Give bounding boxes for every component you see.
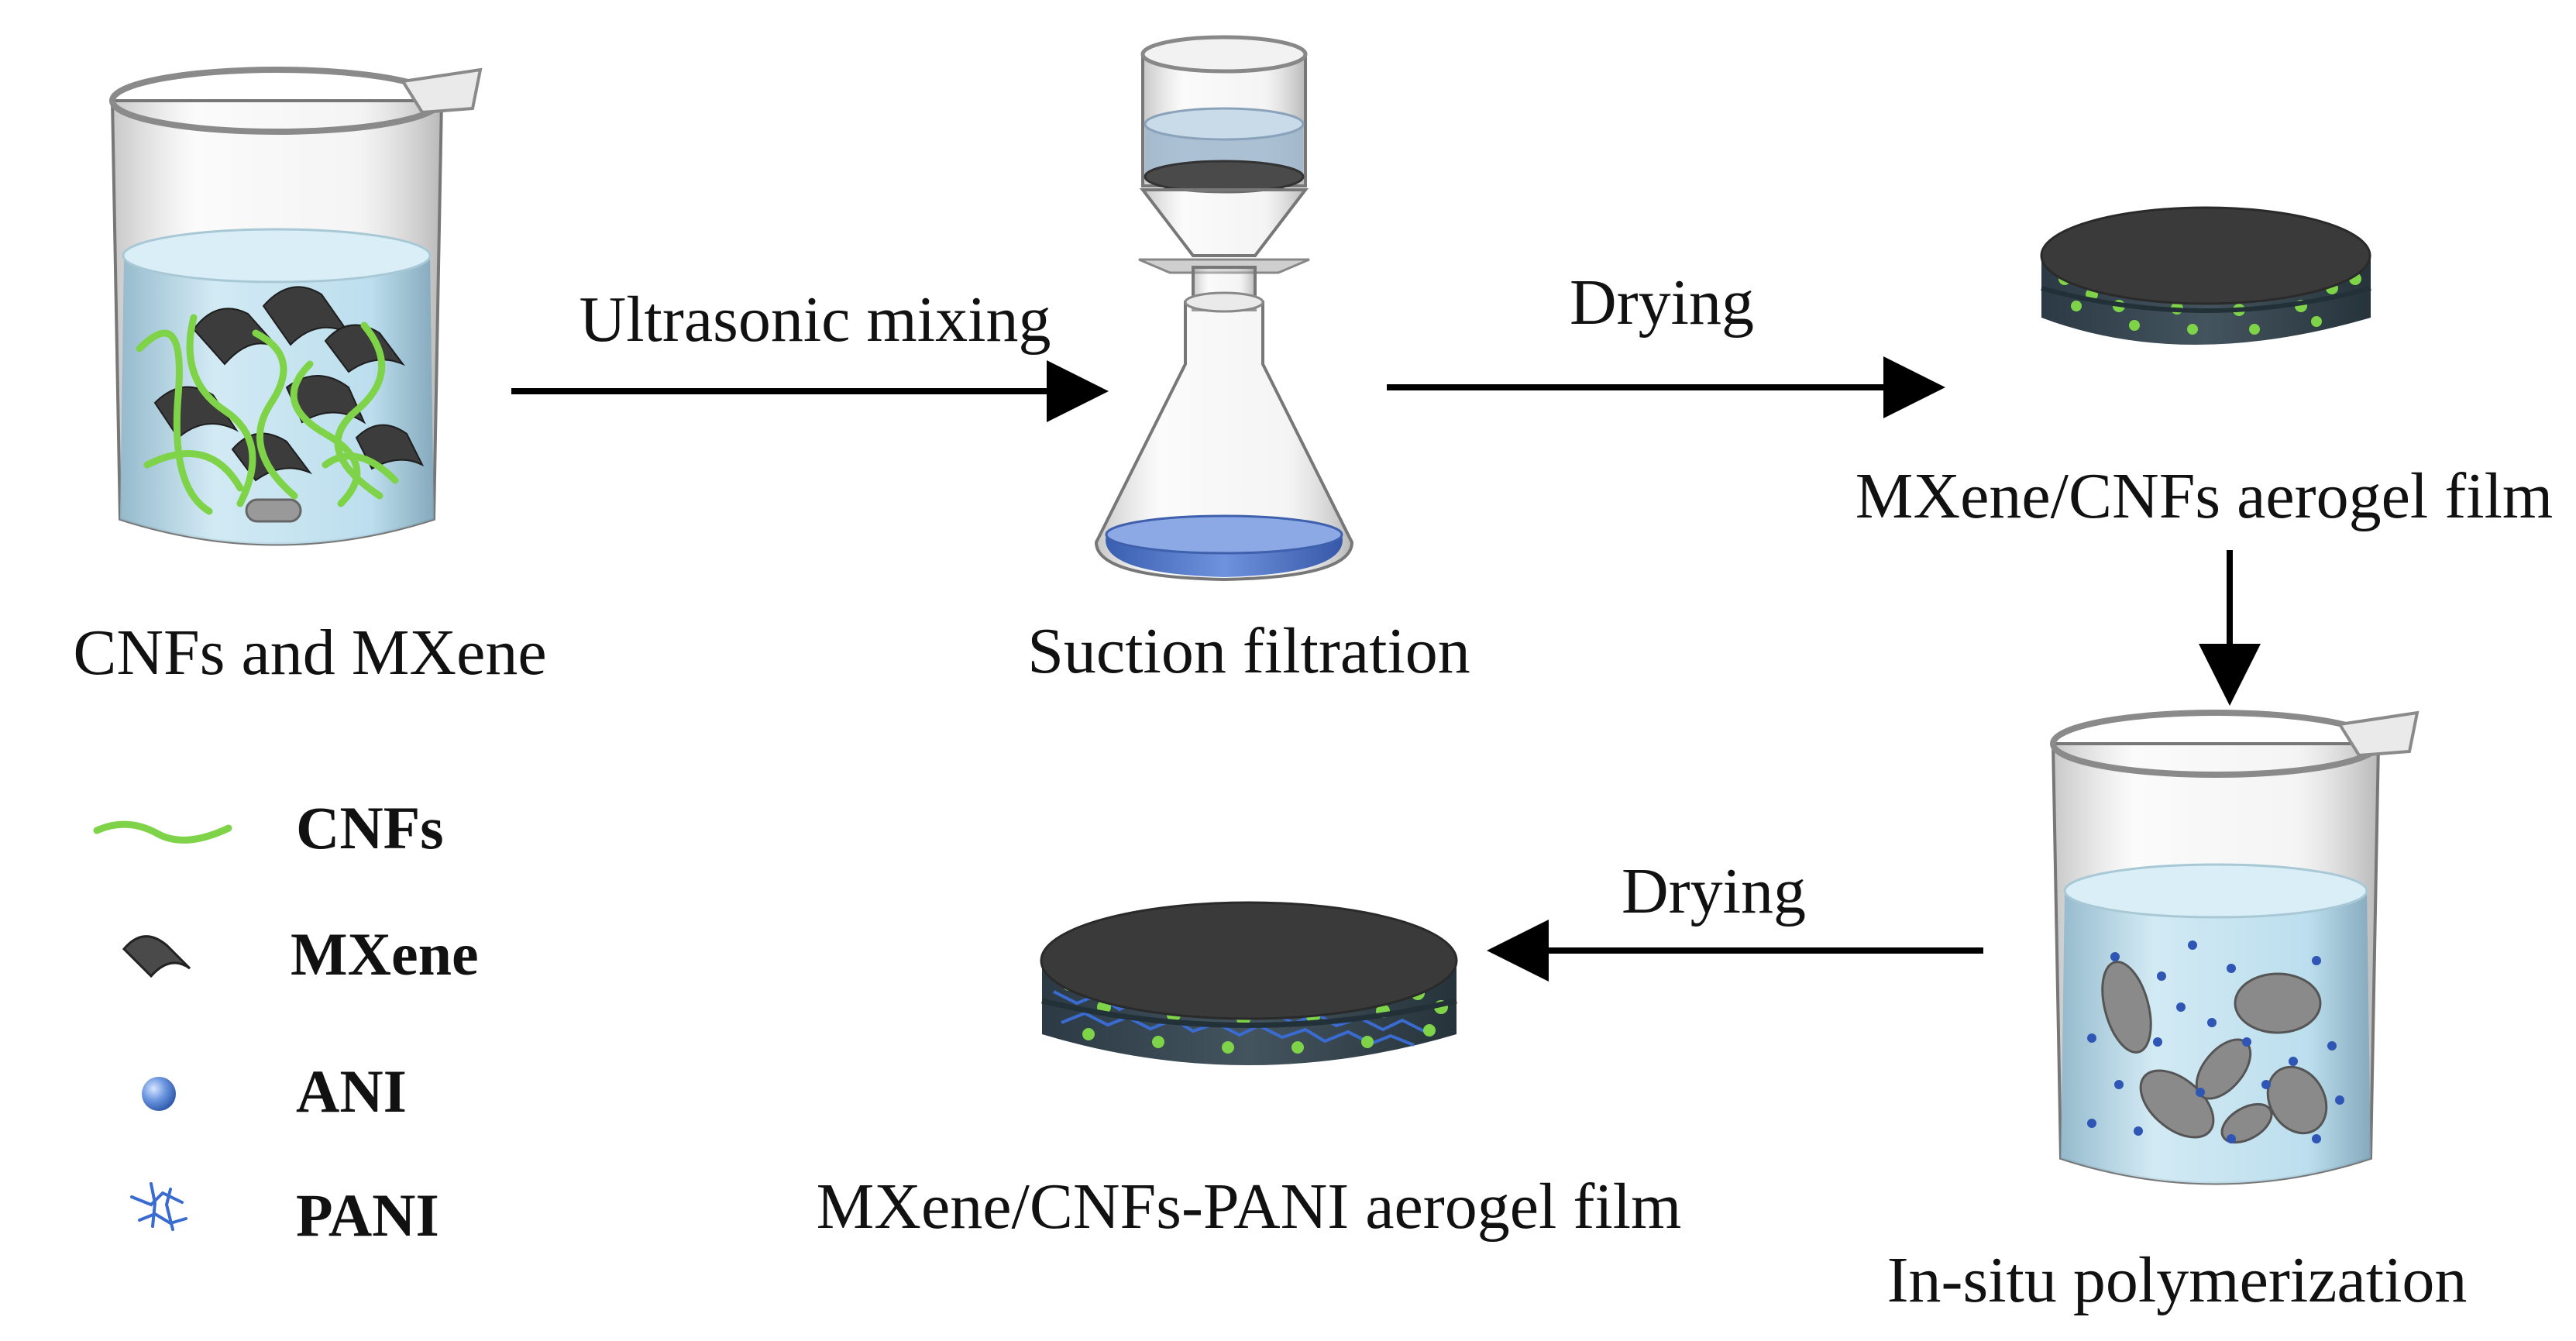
label-ultrasonic-mixing: Ultrasonic mixing: [580, 284, 1051, 356]
legend-cnfs-label: CNFs: [296, 794, 444, 861]
label-cnfs-and-mxene: CNFs and MXene: [73, 617, 546, 689]
legend-mxene-label: MXene: [291, 920, 479, 988]
label-suction-filtration: Suction filtration: [1027, 615, 1470, 687]
legend-ani-label: ANI: [296, 1057, 407, 1125]
legend-mxene-icon: [122, 935, 191, 978]
mxene-cnfs-pani-aerogel-film: [1040, 901, 1458, 1065]
legend-cnfs-icon: [93, 820, 232, 844]
legend-pani-icon: [130, 1182, 187, 1231]
legend-pani-label: PANI: [296, 1181, 439, 1249]
label-drying-2: Drying: [1622, 855, 1806, 927]
mxene-cnfs-aerogel-film: [2040, 206, 2371, 345]
label-in-situ-polymerization: In-situ polymerization: [1887, 1244, 2468, 1316]
label-drying-1: Drying: [1570, 266, 1754, 339]
legend-ani-icon: [142, 1077, 176, 1111]
beaker-cnfs-mxene: [109, 67, 483, 546]
label-mxene-cnfs-film: MXene/CNFs aerogel film: [1855, 460, 2554, 532]
label-final-film: MXene/CNFs-PANI aerogel film: [817, 1171, 1682, 1243]
beaker-polymerization: [2050, 710, 2420, 1185]
suction-filtration-apparatus: [1094, 35, 1354, 582]
legend: [93, 820, 232, 1231]
